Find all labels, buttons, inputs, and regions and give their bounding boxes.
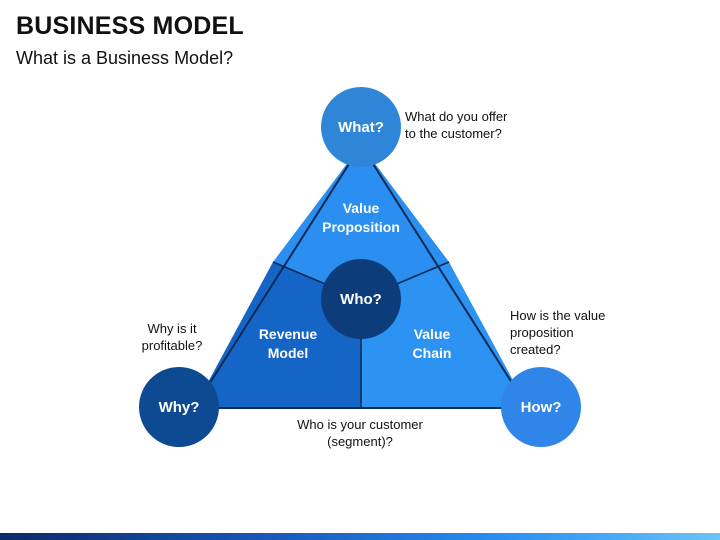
who-node [321, 259, 401, 339]
triangle-outline [192, 143, 530, 409]
bottom-accent-bar [0, 533, 720, 540]
revenue-model-label-2: Model [268, 345, 308, 361]
what-note: What do you offer to the customer? [405, 108, 555, 142]
who-note: Who is your customer (segment)? [270, 416, 450, 450]
value-proposition-label-1: Value [343, 200, 380, 216]
who-note-line-2: (segment)? [327, 434, 393, 449]
how-node-label: How? [521, 399, 562, 416]
why-node [139, 367, 219, 447]
page-title: BUSINESS MODEL [16, 12, 244, 40]
value-chain-label-2: Chain [413, 345, 452, 361]
why-node-label: Why? [159, 399, 200, 416]
why-note: Why is it profitable? [120, 320, 224, 354]
why-note-line-2: profitable? [141, 338, 203, 353]
who-note-line-1: Who is your customer [297, 417, 423, 432]
what-note-line-2: to the customer? [405, 126, 502, 141]
who-node-label: Who? [340, 291, 382, 308]
how-note: How is the value proposition created? [510, 307, 640, 358]
revenue-model-segment [194, 262, 361, 408]
value-chain-segment [361, 262, 528, 408]
value-proposition-segment [273, 145, 449, 299]
page-subtitle: What is a Business Model? [16, 48, 234, 68]
how-note-line-3: created? [510, 342, 561, 357]
how-note-line-1: How is the value [510, 308, 606, 323]
value-chain-label-1: Value [414, 326, 451, 342]
what-node [321, 87, 401, 167]
why-note-line-1: Why is it [147, 321, 197, 336]
revenue-model-label-1: Revenue [259, 326, 318, 342]
what-note-line-1: What do you offer [405, 109, 508, 124]
value-proposition-label-2: Proposition [322, 219, 400, 235]
how-note-line-2: proposition [510, 325, 574, 340]
what-node-label: What? [338, 119, 384, 136]
how-node [501, 367, 581, 447]
